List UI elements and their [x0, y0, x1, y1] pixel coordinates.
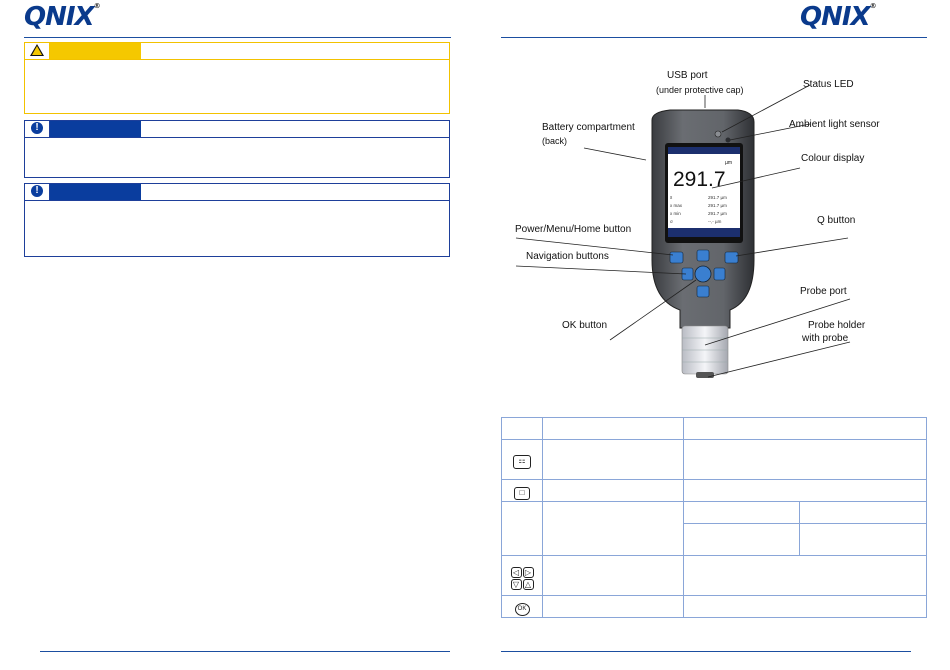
callout-battery-compartment: Battery compartment — [542, 122, 635, 133]
warning-label-bar — [50, 43, 141, 59]
notice-2-label-bar — [50, 184, 141, 200]
display-main-unit: µm — [725, 160, 732, 166]
ok-button — [694, 265, 712, 283]
table-row: ◁ ▷ ▽ △ — [501, 555, 927, 596]
nav-up-key-icon: △ — [522, 578, 534, 590]
header-rule-right — [501, 37, 927, 38]
nav-right-button — [713, 267, 726, 281]
callout-ok-button: OK button — [562, 320, 608, 331]
display-main-value: 291.7 — [673, 168, 726, 191]
callout-battery-compartment-note: (back) — [542, 136, 568, 146]
brand-logo-left: QNIX® — [24, 2, 101, 32]
table-cell — [542, 417, 684, 440]
table-row: OK — [501, 595, 927, 618]
table-cell: ◁ ▷ ▽ △ — [501, 555, 543, 596]
power-menu-key-icon: ⚏ — [513, 455, 531, 469]
table-cell — [799, 523, 927, 556]
ok-key-icon: OK — [514, 603, 530, 616]
notice-1: ! — [24, 120, 450, 178]
display-row-label: x max — [670, 203, 683, 208]
table-cell — [683, 479, 927, 502]
callout-q-button: Q button — [817, 215, 856, 226]
table-cell — [542, 479, 684, 502]
callout-probe-holder-line2: with probe — [802, 333, 849, 344]
display-row-value: 291.7 µm — [708, 211, 727, 216]
table-header-row — [501, 417, 927, 440]
probe-tip — [696, 372, 714, 378]
callout-probe-port: Probe port — [800, 286, 847, 297]
table-cell: OK — [501, 595, 543, 618]
status-led — [714, 130, 722, 138]
callout-status-led: Status LED — [803, 79, 854, 90]
table-cell — [683, 501, 800, 524]
notice-2: ! — [24, 183, 450, 257]
power-menu-home-button — [669, 251, 684, 264]
callout-navigation-buttons: Navigation buttons — [526, 251, 609, 262]
display-row-value: 291.7 µm — [708, 195, 727, 200]
table-row: ⚏ — [501, 439, 927, 480]
callout-probe-holder-line1: Probe holder — [808, 320, 866, 331]
callout-usb-port: USB port — [667, 70, 708, 81]
warning-notice-body — [24, 60, 450, 114]
navigation-keys-icon: ◁ ▷ ▽ △ — [510, 566, 534, 590]
nav-right-key-icon: ▷ — [522, 566, 534, 578]
q-key-icon: □ — [514, 486, 530, 500]
callout-power-menu-home-button: Power/Menu/Home button — [515, 224, 632, 235]
display-row-label: x min — [670, 211, 681, 216]
display-row-label: x̄ — [670, 195, 673, 200]
table-cell — [683, 439, 927, 480]
nav-down-button — [696, 285, 710, 298]
nav-left-key-icon: ◁ — [510, 566, 522, 578]
notice-1-header: ! — [24, 120, 450, 138]
nav-down-key-icon: ▽ — [510, 578, 522, 590]
display-row-value: 291.7 µm — [708, 203, 727, 208]
table-row — [502, 523, 927, 556]
table-cell — [501, 417, 543, 440]
notice-2-header: ! — [24, 183, 450, 201]
table-cell — [542, 501, 684, 556]
callout-ambient-light-sensor: Ambient light sensor — [789, 119, 880, 130]
exclamation-icon: ! — [25, 121, 50, 137]
controls-table: ⚏ □ ◁ ▷ ▽ △ OK — [501, 417, 927, 618]
notice-1-label-bar — [50, 121, 141, 137]
footer-rule-right — [501, 651, 911, 652]
table-cell — [542, 439, 684, 480]
notice-1-body — [24, 138, 450, 178]
warning-notice-header — [24, 42, 450, 60]
brand-logo-right: QNIX® — [800, 2, 877, 32]
display-row-value: --,- µm — [708, 219, 722, 224]
table-cell — [683, 595, 927, 618]
table-cell — [683, 523, 800, 556]
table-cell — [799, 501, 927, 524]
display-row-label: σ — [670, 219, 673, 224]
table-cell — [683, 555, 927, 596]
ambient-light-sensor — [725, 137, 731, 143]
footer-rule-left — [40, 651, 450, 652]
table-cell — [683, 417, 927, 440]
callout-colour-display: Colour display — [801, 153, 865, 164]
nav-up-button — [696, 249, 710, 262]
display-status-bar — [668, 147, 740, 154]
display-bottom-bar — [668, 228, 740, 237]
table-cell — [542, 555, 684, 596]
warning-triangle-icon — [25, 43, 50, 59]
table-row — [501, 501, 927, 556]
callout-usb-port-note: (under protective cap) — [656, 85, 744, 95]
table-cell — [542, 595, 684, 618]
warning-notice — [24, 42, 450, 114]
table-cell — [501, 501, 543, 556]
exclamation-icon: ! — [25, 184, 50, 200]
gauge-device-diagram: 291.7 µm x̄ 291.7 µm x max 291.7 µm x mi… — [515, 84, 851, 378]
header-rule-left — [24, 37, 451, 38]
q-button — [724, 251, 739, 264]
table-row: □ — [501, 479, 927, 502]
colour-display-screen — [668, 147, 740, 237]
notice-2-body — [24, 201, 450, 257]
table-cell: ⚏ — [501, 439, 543, 480]
table-cell: □ — [501, 479, 543, 502]
